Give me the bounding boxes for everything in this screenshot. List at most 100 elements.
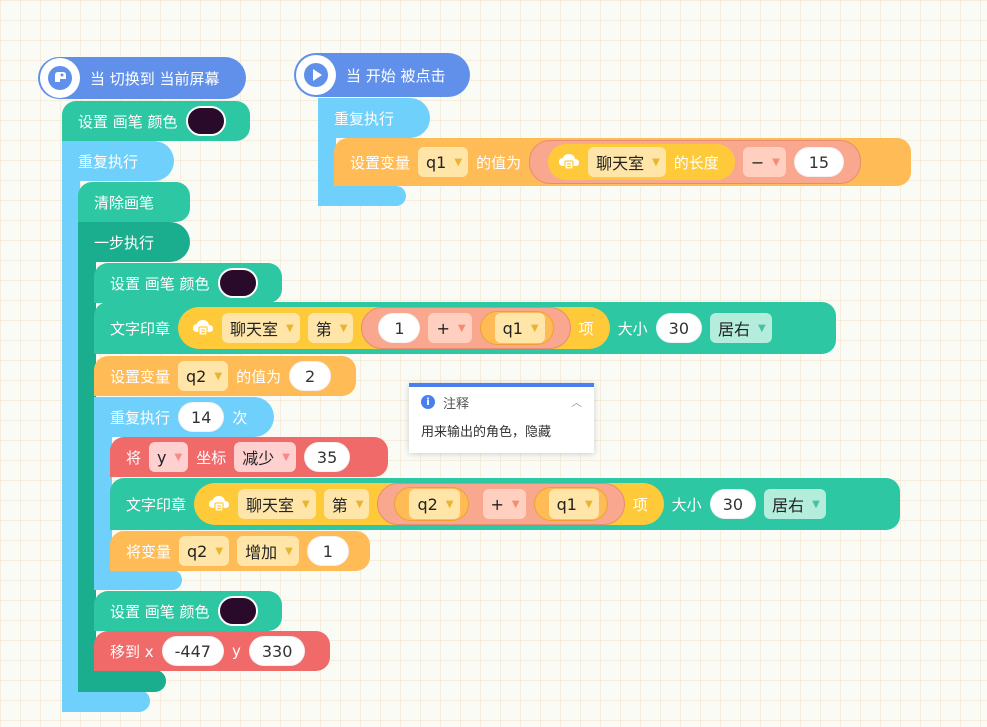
set-pen-color-block-3[interactable]: 设置 画笔 颜色 (94, 591, 282, 631)
repeat-forever-frame-1-bottom[interactable] (62, 690, 150, 712)
chevron-down-icon: ▼ (286, 322, 294, 334)
index-dropdown-value: 第 (315, 320, 332, 339)
step-exec-frame[interactable] (78, 222, 96, 690)
variable-dropdown[interactable]: q2▼ (409, 489, 460, 519)
step-exec-frame-bottom[interactable] (78, 670, 166, 692)
list-dropdown[interactable]: 聊天室▼ (588, 147, 666, 177)
set-pen-color-block-1[interactable]: 设置 画笔 颜色 (62, 101, 250, 141)
cloud-list-icon (559, 154, 580, 170)
number-input[interactable]: 15 (793, 147, 844, 177)
list-dropdown[interactable]: 聊天室 ▼ (238, 489, 316, 519)
chevron-down-icon: ▼ (584, 498, 593, 510)
collapse-icon[interactable]: ︿ (571, 396, 582, 409)
chevron-down-icon: ▼ (302, 498, 310, 510)
item-label: 项 (578, 319, 594, 338)
set-variable-block-q1[interactable]: 设置变量 q1▼ 的值为 聊天室▼ 的长度 −▼ 15 (334, 138, 911, 186)
repeat-n-block[interactable]: 重复执行 14 次 (94, 397, 274, 437)
text-stamp-block-2[interactable]: 文字印章 聊天室▼ 第▼ q2▼ +▼ q1▼ 项 大小 30 居右▼ (110, 478, 900, 530)
add-operator-reporter[interactable]: 1 +▼ q1▼ (361, 307, 571, 349)
operator-value: + (490, 494, 504, 514)
size-label: 大小 (671, 495, 702, 514)
pen-color-swatch[interactable] (217, 268, 258, 298)
chevron-down-icon: ▼ (652, 156, 660, 168)
comment-box[interactable]: i 注释 ︿ 用来输出的角色，隐藏 (409, 383, 594, 453)
chevron-down-icon: ▼ (530, 322, 539, 334)
repeat-n-frame-bottom[interactable] (94, 570, 182, 590)
chevron-down-icon: ▼ (511, 498, 520, 510)
change-value-input[interactable]: 35 (303, 442, 351, 472)
add-operator-reporter[interactable]: q2▼ +▼ q1▼ (377, 483, 625, 525)
variable-value: q2 (187, 541, 208, 561)
chevron-down-icon: ▼ (285, 545, 293, 557)
pen-color-swatch[interactable] (185, 106, 226, 136)
set-variable-block-q2[interactable]: 设置变量 q2▼ 的值为 2 (94, 356, 356, 396)
repeat-forever-block-1[interactable]: 重复执行 (62, 141, 174, 181)
goto-y-label: y (231, 642, 241, 660)
chevron-down-icon: ▼ (772, 156, 780, 168)
change-op-dropdown[interactable]: 增加▼ (237, 536, 299, 566)
list-dropdown-value: 聊天室 (246, 496, 295, 515)
list-item-reporter[interactable]: 聊天室▼ 第▼ q2▼ +▼ q1▼ 项 (194, 483, 664, 525)
size-input[interactable]: 30 (655, 313, 702, 343)
repeat-forever-block-2[interactable]: 重复执行 (318, 98, 430, 138)
text-stamp-block-1[interactable]: 文字印章 聊天室▼ 第▼ 1 +▼ q1▼ 项 大小 30 居右▼ (94, 302, 836, 354)
x-input[interactable]: -447 (161, 636, 224, 666)
chevron-down-icon: ▼ (215, 545, 224, 557)
clear-pen-block[interactable]: 清除画笔 (78, 182, 190, 222)
list-length-reporter[interactable]: 聊天室▼ 的长度 (548, 144, 735, 180)
number-input[interactable]: 1 (378, 313, 421, 343)
variable-dropdown[interactable]: q1▼ (548, 489, 599, 519)
repeat-count-input[interactable]: 14 (178, 402, 225, 432)
variable-dropdown[interactable]: q1▼ (494, 313, 545, 343)
chevron-down-icon: ▼ (454, 156, 463, 168)
variable-reporter-q1[interactable]: q1▼ (479, 311, 554, 345)
repeat-forever-frame-2-bottom[interactable] (318, 186, 406, 206)
operator-dropdown[interactable]: −▼ (742, 147, 786, 177)
operator-value: − (750, 152, 765, 172)
chevron-down-icon: ▼ (214, 370, 223, 382)
operator-dropdown[interactable]: +▼ (482, 489, 526, 519)
size-input[interactable]: 30 (709, 489, 757, 519)
play-icon (296, 55, 336, 95)
change-variable-block[interactable]: 将变量 q2▼ 增加▼ 1 (110, 531, 370, 571)
variable-reporter-q1[interactable]: q1▼ (533, 487, 608, 521)
value-input[interactable]: 2 (289, 361, 332, 391)
variable-dropdown[interactable]: q2 ▼ (179, 536, 230, 566)
repeat-forever-frame-1[interactable] (62, 141, 80, 703)
chevron-down-icon: ▼ (339, 322, 348, 334)
axis-dropdown[interactable]: y▼ (149, 442, 189, 472)
size-label: 大小 (617, 319, 648, 338)
length-label: 的长度 (673, 153, 719, 172)
variable-dropdown[interactable]: q2▼ (178, 361, 229, 391)
variable-reporter-q2[interactable]: q2▼ (394, 487, 469, 521)
operator-value: + (436, 318, 450, 338)
variable-dropdown[interactable]: q1▼ (418, 147, 469, 177)
set-pen-color-label: 设置 画笔 颜色 (110, 274, 210, 293)
set-pen-color-block-2[interactable]: 设置 画笔 颜色 (94, 263, 282, 303)
when-switch-screen-hat[interactable]: 当 切换到 当前屏幕 (38, 57, 246, 99)
when-start-clicked-hat[interactable]: 当 开始 被点击 (294, 53, 470, 97)
chevron-down-icon: ▼ (457, 322, 466, 334)
change-op-dropdown[interactable]: 减少▼ (234, 442, 296, 472)
operator-dropdown[interactable]: +▼ (428, 313, 472, 343)
coord-label: 坐标 (196, 448, 227, 467)
repeat-n-frame[interactable] (94, 398, 112, 588)
info-icon: i (421, 395, 435, 409)
list-dropdown[interactable]: 聊天室▼ (222, 313, 300, 343)
index-dropdown[interactable]: 第▼ (307, 313, 354, 343)
item-label: 项 (632, 495, 648, 514)
change-value-input[interactable]: 1 (306, 536, 349, 566)
align-value: 居右 (772, 496, 805, 515)
list-item-reporter[interactable]: 聊天室▼ 第▼ 1 +▼ q1▼ 项 (178, 307, 610, 349)
subtract-operator-reporter[interactable]: 聊天室▼ 的长度 −▼ 15 (529, 140, 861, 184)
align-dropdown[interactable]: 居右▼ (710, 313, 772, 343)
index-dropdown[interactable]: 第▼ (323, 489, 370, 519)
comment-header: i 注释 ︿ (409, 387, 594, 417)
step-exec-label: 一步执行 (94, 233, 155, 252)
pen-color-swatch[interactable] (217, 596, 258, 626)
align-dropdown[interactable]: 居右▼ (764, 489, 826, 519)
change-coordinate-block[interactable]: 将 y▼ 坐标 减少▼ 35 (110, 437, 388, 477)
goto-xy-block[interactable]: 移到 x -447 y 330 (94, 631, 330, 671)
step-exec-block[interactable]: 一步执行 (78, 222, 190, 262)
y-input[interactable]: 330 (248, 636, 306, 666)
